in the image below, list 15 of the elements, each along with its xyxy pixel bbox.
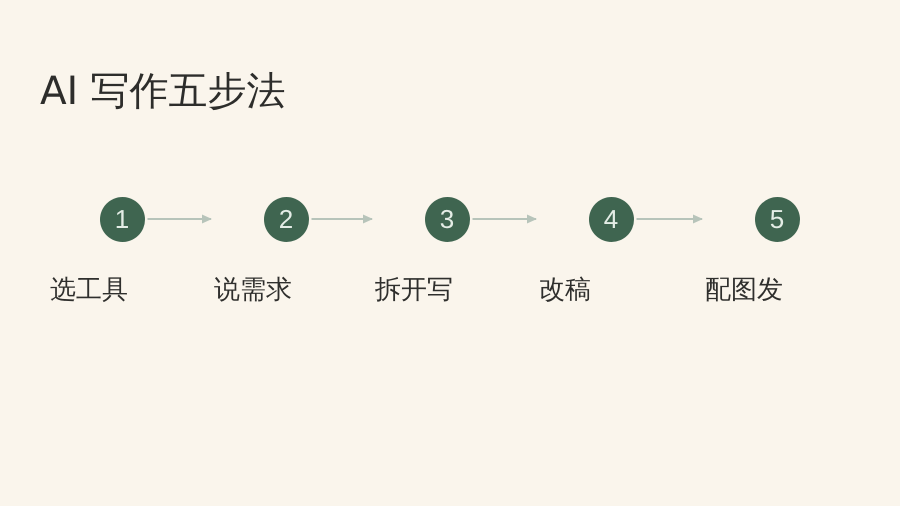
- step-label: 拆开写: [375, 274, 453, 304]
- numbered-circle: 5: [754, 196, 800, 242]
- arrow: [636, 214, 703, 224]
- numbered-circle: 4: [588, 196, 634, 242]
- numbered-circle: 1: [100, 196, 144, 242]
- arrow: [148, 214, 212, 224]
- arrow: [312, 214, 373, 224]
- numbered-circle: 2: [264, 196, 308, 242]
- arrow: [472, 214, 537, 224]
- step-label: 说需求: [214, 274, 292, 304]
- step-label: 选工具: [50, 274, 128, 304]
- step-label: 改稿: [539, 274, 591, 304]
- title: AI 写作五步法: [40, 70, 286, 114]
- step-label: 配图发: [705, 274, 783, 304]
- numbered-circle: 3: [424, 196, 470, 242]
